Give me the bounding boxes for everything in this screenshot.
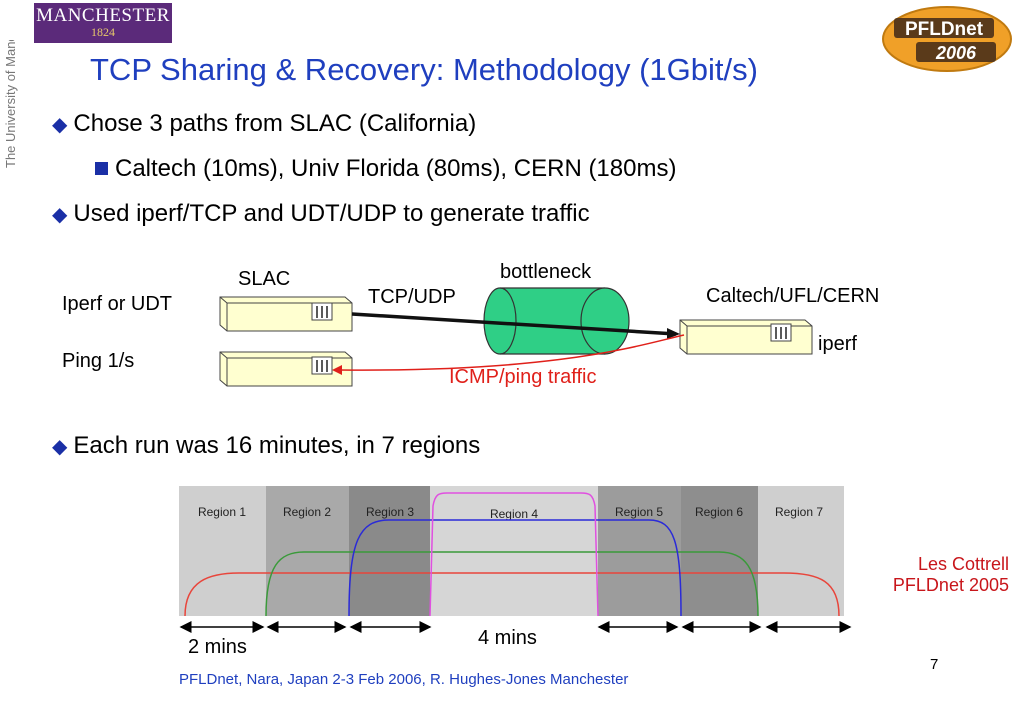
bullet-2-text: Used iperf/TCP and UDT/UDP to generate t…	[73, 200, 590, 227]
university-vertical-logo: The University of Manchester	[3, 40, 18, 168]
credit-line-2: PFLDnet 2005	[892, 575, 1009, 595]
region-6-label: Region 6	[695, 505, 743, 519]
four-mins-label: 4 mins	[478, 627, 537, 649]
region-1-label: Region 1	[198, 505, 246, 519]
iperf-dest-label: iperf	[818, 333, 857, 355]
university-vertical-text: The University of Manchester	[3, 40, 18, 168]
square-bullet-icon	[95, 162, 108, 175]
bullet-1: ◆Chose 3 paths from SLAC (California)	[52, 110, 476, 138]
region-5-label: Region 5	[615, 505, 663, 519]
tcp-udp-flow-arrow	[351, 312, 680, 339]
region-3-label: Region 3	[366, 505, 414, 519]
bullet-1-text: Chose 3 paths from SLAC (California)	[73, 110, 477, 137]
manchester-logo-name: MANCHESTER	[36, 5, 170, 26]
diamond-bullet-icon: ◆	[52, 204, 68, 226]
destination-server-icon	[679, 319, 813, 355]
bullet-3: ◆Each run was 16 minutes, in 7 regions	[52, 432, 480, 460]
icmp-ping-flow-arrow	[332, 334, 685, 375]
icmp-label: ICMP/ping traffic	[449, 366, 597, 388]
region-3-band	[349, 486, 430, 616]
bottleneck-label: bottleneck	[500, 261, 592, 283]
page-number: 7	[930, 656, 939, 673]
bottleneck-cylinder-icon	[483, 287, 630, 355]
pfldnet-logo-line1: PFLDnet	[905, 19, 984, 40]
network-diagram	[219, 287, 813, 387]
tcp-udp-label: TCP/UDP	[368, 286, 456, 308]
pfldnet-logo-line2: 2006	[935, 43, 977, 63]
slide-title: TCP Sharing & Recovery: Methodology (1Gb…	[90, 52, 758, 87]
slac-server-iperf-icon	[219, 296, 353, 332]
manchester-logo-year: 1824	[91, 25, 115, 39]
bullet-1-sub: Caltech (10ms), Univ Florida (80ms), CER…	[95, 155, 676, 183]
flow-curve-red	[184, 572, 840, 616]
destination-label: Caltech/UFL/CERN	[706, 285, 880, 307]
flow-curve-green	[265, 551, 759, 616]
diamond-bullet-icon: ◆	[52, 436, 68, 458]
flow-curve-magenta	[429, 492, 599, 616]
bullet-2: ◆Used iperf/TCP and UDT/UDP to generate …	[52, 200, 590, 228]
credit-line-1: Les Cottrell	[917, 554, 1009, 574]
iperf-udt-label: Iperf or UDT	[62, 293, 173, 315]
duration-arrows	[179, 621, 852, 633]
flow-curve-blue	[348, 519, 682, 616]
slac-server-ping-icon	[219, 351, 353, 387]
manchester-logo: MANCHESTER 1824	[34, 3, 172, 43]
region-timeline-figure: Region 1 Region 2 Region 3 Region 4 Regi…	[179, 486, 844, 616]
diamond-bullet-icon: ◆	[52, 114, 68, 136]
slac-label: SLAC	[238, 268, 291, 290]
region-7-label: Region 7	[775, 505, 823, 519]
two-mins-label: 2 mins	[188, 636, 247, 658]
bullet-1-sub-text: Caltech (10ms), Univ Florida (80ms), CER…	[115, 155, 677, 182]
region-4-band	[430, 486, 598, 616]
ping-label: Ping 1/s	[62, 350, 135, 372]
footer-text: PFLDnet, Nara, Japan 2-3 Feb 2006, R. Hu…	[179, 671, 629, 688]
credit: Les Cottrell PFLDnet 2005	[893, 554, 1009, 596]
bullet-3-text: Each run was 16 minutes, in 7 regions	[73, 432, 481, 459]
region-7-band	[758, 486, 844, 616]
pfldnet-logo: PFLDnet 2006	[882, 6, 1012, 72]
region-6-band	[681, 486, 758, 616]
region-4-label: Region 4	[490, 507, 538, 521]
region-2-label: Region 2	[283, 505, 331, 519]
region-1-band	[179, 486, 266, 616]
region-5-band	[598, 486, 681, 616]
region-2-band	[266, 486, 349, 616]
